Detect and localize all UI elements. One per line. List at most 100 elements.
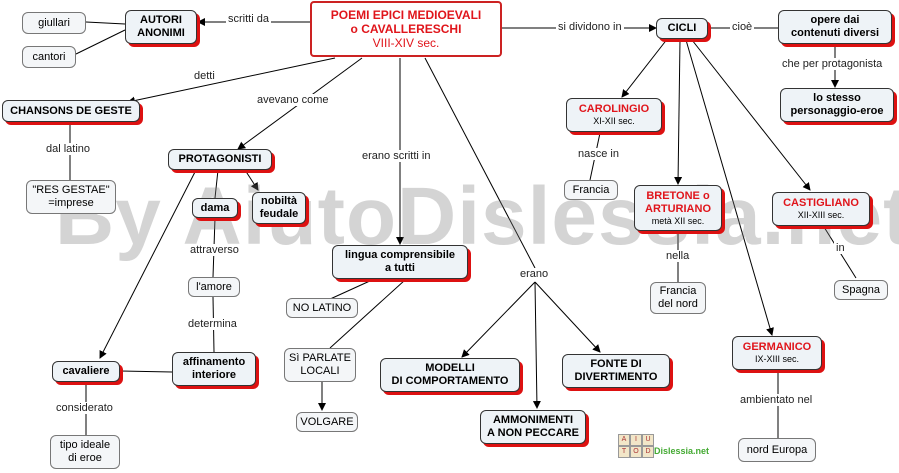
logo-block-d: D xyxy=(642,446,654,458)
cicli-label: CICLI xyxy=(667,22,697,34)
germanico-line1: GERMANICO xyxy=(742,341,812,353)
node-germanico[interactable]: GERMANICO IX-XIII sec. xyxy=(732,336,822,370)
logo-block-t: T xyxy=(618,446,630,458)
cavaliere-label: cavaliere xyxy=(62,365,110,377)
edge-erano-modelli xyxy=(461,281,536,358)
logo-block-u: U xyxy=(642,434,654,446)
node-bretone-arturiano[interactable]: BRETONE o ARTURIANO metà XII sec. xyxy=(634,185,722,231)
fonte-line1: FONTE DI xyxy=(590,358,642,370)
root-node-poemi-epici[interactable]: POEMI EPICI MEDIOEVALI o CAVALLERESCHI V… xyxy=(310,1,502,57)
node-spagna[interactable]: Spagna xyxy=(834,280,888,300)
root-title-line2: o CAVALLERESCHI xyxy=(350,22,462,36)
stesso-line1: lo stesso xyxy=(813,92,861,104)
volgare-label: VOLGARE xyxy=(300,415,354,428)
opere-line1: opere dai xyxy=(810,14,860,26)
label-in: in xyxy=(834,242,847,254)
spagna-label: Spagna xyxy=(842,283,880,296)
logo-text: Dislessia.net xyxy=(654,446,710,456)
ammonimenti-line1: AMMONIMENTI xyxy=(492,414,574,426)
amore-label: l'amore xyxy=(196,280,232,293)
lingua-line2: a tutti xyxy=(385,262,415,274)
francianord-line2: del nord xyxy=(658,298,698,310)
carolingio-line2: XI-XII sec. xyxy=(593,116,635,126)
node-cicli[interactable]: CICLI xyxy=(656,18,708,39)
edge-root-erano xyxy=(424,57,536,269)
tipo-line1: tipo ideale xyxy=(59,439,111,451)
node-opere-contenuti[interactable]: opere dai contenuti diversi xyxy=(778,10,892,44)
node-nord-europa[interactable]: nord Europa xyxy=(738,438,816,462)
edge-lingua-siparlate xyxy=(329,279,406,349)
label-nasce-in: nasce in xyxy=(576,148,621,160)
root-title-line3: VIII-XIV sec. xyxy=(372,36,440,50)
node-cantori[interactable]: cantori xyxy=(22,46,76,68)
node-cavaliere[interactable]: cavaliere xyxy=(52,361,120,382)
node-volgare[interactable]: VOLGARE xyxy=(296,412,358,432)
node-autori-anonimi[interactable]: AUTORI ANONIMI xyxy=(125,10,197,44)
node-nobilta-feudale[interactable]: nobiltà feudale xyxy=(252,192,306,224)
siparlate-line1: Sì PARLATE xyxy=(289,352,351,364)
edge-cicli-castigliano xyxy=(691,39,811,191)
affinamento-line2: interiore xyxy=(191,369,236,381)
node-lingua-comprensibile[interactable]: lingua comprensibile a tutti xyxy=(332,245,468,279)
logo-block-i: I xyxy=(630,434,642,446)
edge-root-chansons xyxy=(127,57,336,105)
edge-affinamento-cavaliere xyxy=(119,370,173,373)
opere-line2: contenuti diversi xyxy=(790,27,880,39)
siparlate-line2: LOCALI xyxy=(300,365,340,377)
label-scritti-da: scritti da xyxy=(226,13,271,25)
node-amore[interactable]: l'amore xyxy=(188,277,240,297)
cantori-label: cantori xyxy=(32,50,66,63)
francia-label: Francia xyxy=(572,183,610,196)
germanico-line2: IX-XIII sec. xyxy=(754,354,799,364)
node-no-latino[interactable]: NO LATINO xyxy=(286,298,358,318)
chansons-label: CHANSONS DE GESTE xyxy=(10,104,132,117)
node-fonte-divertimento[interactable]: FONTE DI DIVERTIMENTO xyxy=(562,354,670,388)
label-erano: erano xyxy=(518,268,551,280)
node-giullari[interactable]: giullari xyxy=(22,12,86,34)
modelli-line1: MODELLI xyxy=(425,362,475,374)
node-tipo-ideale[interactable]: tipo ideale di eroe xyxy=(50,435,120,469)
giullari-label: giullari xyxy=(38,16,70,29)
nobilta-line1: nobiltà xyxy=(260,195,298,207)
node-modelli-comportamento[interactable]: MODELLI DI COMPORTAMENTO xyxy=(380,358,520,392)
label-dal-latino: dal latino xyxy=(44,143,93,155)
dama-label: dama xyxy=(200,201,230,214)
node-ammonimenti[interactable]: AMMONIMENTI A NON PECCARE xyxy=(480,410,586,444)
label-ambientato-nel: ambientato nel xyxy=(738,394,815,406)
fonte-line2: DIVERTIMENTO xyxy=(574,371,658,383)
res-line2: =imprese xyxy=(48,197,94,209)
edge-protagonisti-nobilta xyxy=(244,169,259,191)
modelli-line2: DI COMPORTAMENTO xyxy=(391,375,509,387)
edge-erano-ammonimenti xyxy=(532,281,541,409)
node-si-parlate-locali[interactable]: Sì PARLATE LOCALI xyxy=(284,348,356,382)
node-francia-del-nord[interactable]: Francia del nord xyxy=(650,282,706,314)
label-determina: determina xyxy=(186,318,239,330)
bretone-line3: metà XII sec. xyxy=(651,215,705,226)
edge-erano-fonte xyxy=(534,281,601,353)
nordeuropa-label: nord Europa xyxy=(746,443,808,456)
node-res-gestae[interactable]: "RES GESTAE" =imprese xyxy=(26,180,116,214)
stesso-line2: personaggio-eroe xyxy=(790,105,884,117)
label-avevano-come: avevano come xyxy=(255,94,331,106)
ammonimenti-line2: A NON PECCARE xyxy=(487,427,579,439)
node-dama[interactable]: dama xyxy=(192,198,238,218)
edge-autori-giullari xyxy=(85,21,126,25)
protagonisti-label: PROTAGONISTI xyxy=(178,153,262,165)
node-carolingio[interactable]: CAROLINGIO XI-XII sec. xyxy=(566,98,662,132)
edge-lingua-nolatino xyxy=(327,279,373,301)
nolatino-label: NO LATINO xyxy=(292,301,352,314)
node-castigliano[interactable]: CASTIGLIANO XII-XIII sec. xyxy=(772,192,870,226)
node-protagonisti[interactable]: PROTAGONISTI xyxy=(168,149,272,170)
tipo-line2: di eroe xyxy=(68,452,102,464)
edge-cicli-germanico xyxy=(685,39,774,336)
node-chansons-de-geste[interactable]: CHANSONS DE GESTE xyxy=(2,100,140,122)
lingua-line1: lingua comprensibile xyxy=(344,249,456,261)
edge-cicli-bretone xyxy=(674,39,683,185)
affinamento-line1: affinamento xyxy=(182,356,246,368)
node-francia[interactable]: Francia xyxy=(564,180,618,200)
label-si-dividono-in: si dividono in xyxy=(556,21,624,33)
node-stesso-personaggio[interactable]: lo stesso personaggio-eroe xyxy=(780,88,894,122)
label-erano-scritti-in: erano scritti in xyxy=(360,150,433,162)
edge-autori-cantori xyxy=(75,29,126,55)
node-affinamento-interiore[interactable]: affinamento interiore xyxy=(172,352,256,386)
